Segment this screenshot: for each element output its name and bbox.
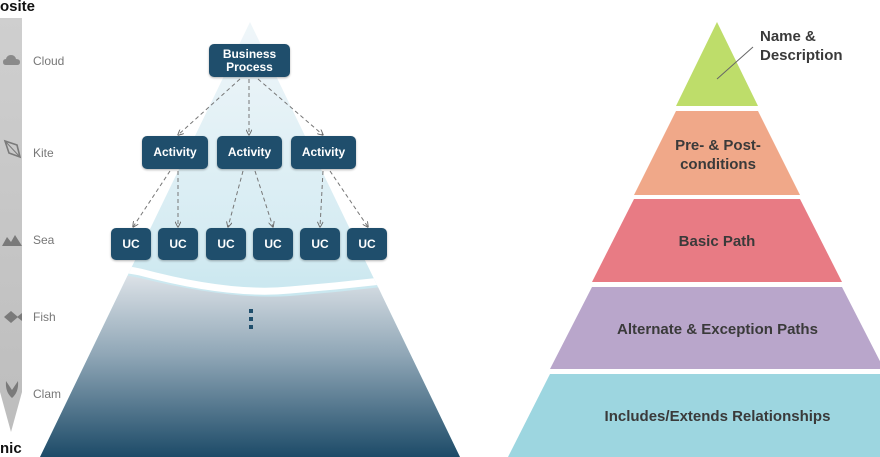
use-case-node: UC — [206, 228, 246, 260]
activity-node: Activity — [142, 136, 208, 169]
pyramid-label-basic-path: Basic Path — [678, 233, 756, 250]
level-label-kite: Kite — [33, 146, 54, 160]
connectors — [133, 78, 368, 227]
use-case-node: UC — [347, 228, 387, 260]
pyramid-tier-2 — [634, 111, 800, 195]
top-left-label: osite — [0, 0, 36, 15]
continuation-ellipsis — [249, 309, 254, 333]
activity-node: Activity — [217, 136, 282, 169]
level-label-clam: Clam — [33, 387, 62, 401]
altitude-ruler — [0, 18, 22, 432]
use-case-node: UC — [158, 228, 198, 260]
pyramid-label-alternate-exception: Alternate & Exception Paths — [617, 321, 818, 338]
cloud-icon — [3, 55, 20, 65]
level-label-sea: Sea — [33, 233, 55, 247]
use-case-node: UC — [253, 228, 293, 260]
use-case-node: UC — [300, 228, 340, 260]
pyramid-tier-5 — [508, 374, 880, 457]
pyramid-label-pre-post-conditions: Pre- & Post-conditions — [675, 137, 761, 173]
sea-waves-icon — [2, 235, 22, 246]
pyramid-label-name-description: Name & Description — [760, 28, 843, 64]
callout-line — [716, 46, 754, 80]
activity-node: Activity — [291, 136, 356, 169]
bottom-left-label: nic — [0, 440, 22, 457]
business-process-node: Business Process — [209, 44, 290, 77]
clam-icon — [5, 381, 19, 398]
kite-icon — [3, 139, 22, 159]
use-case-node: UC — [111, 228, 151, 260]
pyramid-tier-4 — [550, 287, 880, 369]
level-label-cloud: Cloud — [33, 54, 65, 68]
pyramid-tier-1 — [676, 22, 758, 106]
fish-icon — [4, 311, 22, 323]
pyramid-tier-3 — [592, 199, 842, 282]
pyramid-label-includes-extends: Includes/Extends Relationships — [604, 408, 831, 425]
level-label-fish: Fish — [33, 310, 56, 324]
